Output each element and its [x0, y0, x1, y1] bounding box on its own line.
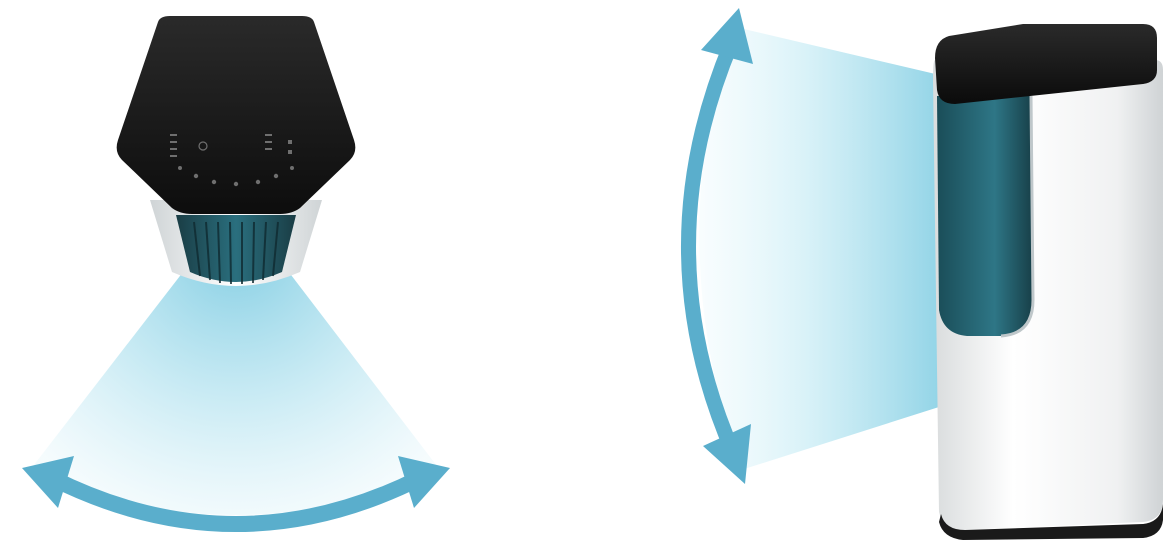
top-view-illustration — [0, 0, 583, 541]
device-inner-cavity — [937, 96, 1033, 336]
fan-grille-icon — [176, 215, 296, 284]
airflow-beam-icon — [699, 26, 961, 470]
top-view-panel — [0, 0, 583, 541]
airflow-cone-icon — [30, 250, 440, 515]
side-view-panel — [583, 0, 1166, 541]
side-view-illustration — [583, 0, 1166, 541]
